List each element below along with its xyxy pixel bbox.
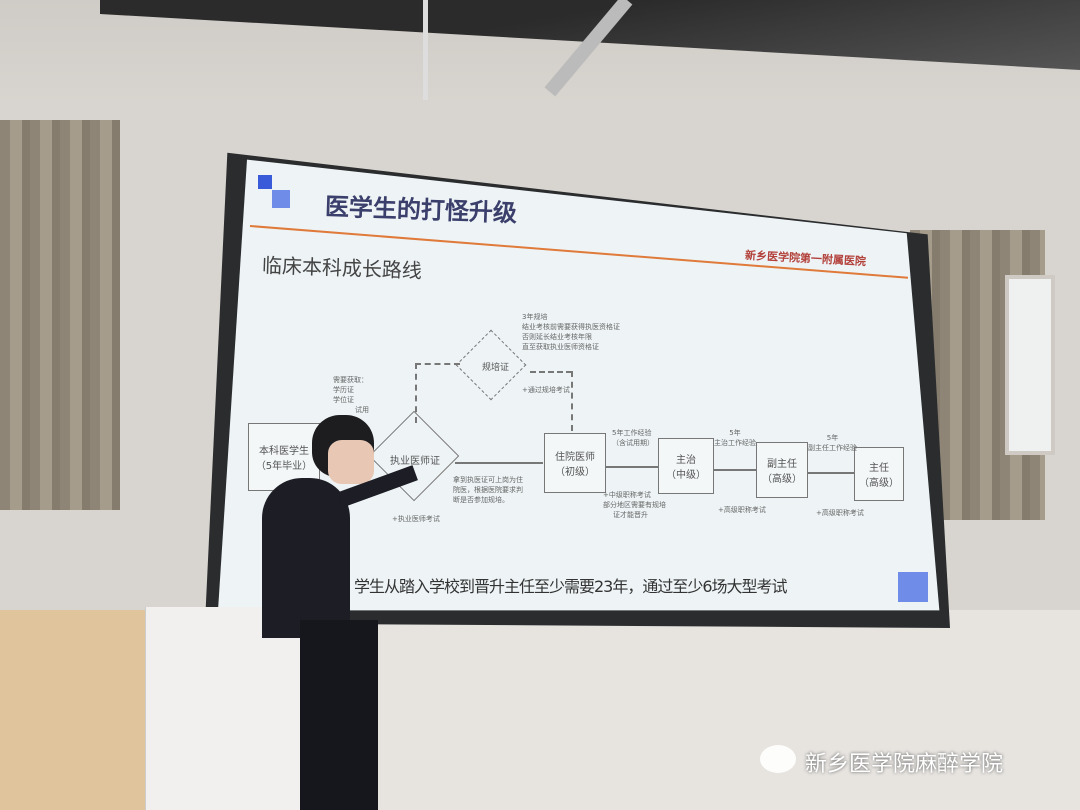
node-label: 主治 [676,455,696,466]
slide-subtitle: 临床本科成长路线 [261,253,423,283]
note-intermediate-exam: +中级职称考试部分地区需要有规培证才能晋升 [603,491,666,519]
slide-footer: 学生从踏入学校到晋升主任至少需要23年，通过至少6场大型考试 [354,577,788,596]
curtain-left [0,120,120,510]
note-resident-experience: 5年工作经验（含试用期） [612,429,654,447]
node-sublabel: （高级） [859,478,899,489]
note-requirements: 需要获取：学历证学位证试用 [333,376,369,414]
dashed-connector [415,363,417,423]
arrow-connector [606,466,658,468]
arrow-connector [808,472,854,474]
node-undergrad: 本科医学生 （5年毕业） [248,423,320,491]
presenter-body [262,478,350,638]
note-training: 3年规培结业考核前需要获得执医资格证否则延长结业考核年限直至获取执业医师资格证 [522,313,620,351]
podium [145,607,305,810]
node-associate: 副主任 （高级） [756,442,808,498]
note-senior-exam: +高级职称考试 [718,506,766,514]
presenter-legs [300,620,378,810]
node-resident: 住院医师 （初级） [544,433,606,493]
slide-title: 医学生的打怪升级 [324,192,518,228]
node-label: 副主任 [767,459,797,470]
note-training-exam: +通过规培考试 [522,386,570,394]
watermark: 新乡医学院麻醉学院 [805,752,1004,777]
microphone-cable [423,0,428,110]
dashed-connector [530,371,572,373]
node-sublabel: （中级） [666,470,706,481]
wechat-icon [760,745,796,773]
node-label: 本科医学生 [259,446,309,457]
node-sublabel: （高级） [762,474,802,485]
note-license-exam: +执业医师考试 [392,515,440,523]
node-sublabel: （初级） [555,467,595,478]
node-license: 执业医师证 [390,456,440,467]
node-label: 主任 [869,463,889,474]
arrow-connector [714,469,756,471]
arrow-connector [455,462,543,464]
slide-deco-square [898,572,928,602]
podium-wood [0,610,160,810]
dashed-connector [571,371,573,431]
note-attending-experience: 5年主治工作经验 [714,429,756,447]
node-training: 规培证 [482,363,510,373]
node-sublabel: （5年毕业） [255,461,313,472]
node-chief: 主任 （高级） [854,447,904,501]
node-label: 住院医师 [555,452,595,463]
slide-deco-square [272,190,290,208]
note-associate-experience: 5年副主任工作经验 [808,434,857,452]
note-after-license: 拿到执医证可上岗为住院医，根据医院要求判断是否参加规培。 [453,476,523,504]
presenter-face [328,440,374,484]
dashed-connector [415,363,460,365]
note-senior-exam-2: +高级职称考试 [816,509,864,517]
window [1005,275,1055,455]
node-attending: 主治 （中级） [658,438,714,494]
slide-deco-square [258,175,272,189]
